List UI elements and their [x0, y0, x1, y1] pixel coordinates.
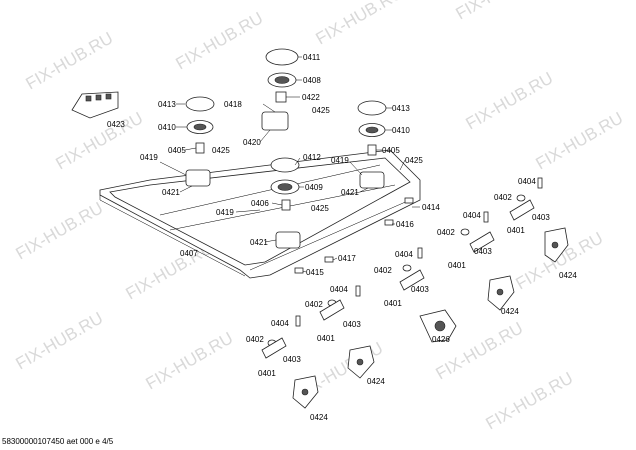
label-0406: 0406 — [251, 199, 269, 208]
label-0425: 0425 — [311, 204, 329, 213]
watermark: FIX-HUB.RU — [53, 108, 147, 173]
footer-code: 58300000107450 aet 000 e 4/5 — [2, 437, 114, 446]
label-0401: 0401 — [448, 261, 466, 270]
watermark: FIX-HUB.RU — [483, 368, 577, 433]
label-0411: 0411 — [303, 53, 321, 62]
label-0404: 0404 — [518, 177, 536, 186]
watermark: FIX-HUB.RU — [173, 8, 267, 73]
label-0403: 0403 — [343, 320, 361, 329]
label-0402: 0402 — [305, 300, 323, 309]
label-0425: 0425 — [312, 106, 330, 115]
label-0420: 0420 — [243, 138, 261, 147]
label-0424: 0424 — [559, 271, 577, 280]
label-0422: 0422 — [302, 93, 320, 102]
watermark: FIX-HUB.RU — [453, 0, 547, 23]
label-0425: 0425 — [405, 156, 423, 165]
label-0417: 0417 — [338, 254, 356, 263]
label-0401: 0401 — [507, 226, 525, 235]
label-0403: 0403 — [283, 355, 301, 364]
label-0409: 0409 — [305, 183, 323, 192]
burner-frame — [99, 149, 421, 279]
label-0405: 0405 — [168, 146, 186, 155]
label-0418: 0418 — [224, 100, 242, 109]
label-0416: 0416 — [396, 220, 414, 229]
watermark: FIX-HUB.RU — [13, 308, 107, 373]
label-0413: 0413 — [158, 100, 176, 109]
watermark: FIX-HUB.RU — [13, 198, 107, 263]
label-0426: 0426 — [432, 335, 450, 344]
label-0415: 0415 — [306, 268, 324, 277]
label-0401: 0401 — [317, 334, 335, 343]
label-0404: 0404 — [271, 319, 289, 328]
watermark: FIX-HUB.RU — [463, 68, 557, 133]
label-0402: 0402 — [374, 266, 392, 275]
callout-labels: 0411 0408 0422 0418 0425 0413 0410 0413 … — [107, 53, 577, 422]
watermark: FIX-HUB.RU — [23, 28, 117, 93]
label-0410: 0410 — [158, 123, 176, 132]
watermark: FIX-HUB.RU — [533, 108, 627, 173]
label-0404: 0404 — [330, 285, 348, 294]
label-0414: 0414 — [422, 203, 440, 212]
burner-ring-0411 — [265, 48, 299, 66]
label-0403: 0403 — [474, 247, 492, 256]
label-0404: 0404 — [463, 211, 481, 220]
label-0424: 0424 — [501, 307, 519, 316]
label-0421: 0421 — [250, 238, 268, 247]
label-0412: 0412 — [303, 153, 321, 162]
watermark: FIX-HUB.RU — [143, 328, 237, 393]
label-0424: 0424 — [310, 413, 328, 422]
label-0421: 0421 — [162, 188, 180, 197]
label-0402: 0402 — [437, 228, 455, 237]
label-0410: 0410 — [392, 126, 410, 135]
valve-parts — [261, 177, 569, 409]
label-0419: 0419 — [331, 156, 349, 165]
label-0419: 0419 — [140, 153, 158, 162]
label-0405: 0405 — [382, 146, 400, 155]
label-0403: 0403 — [532, 213, 550, 222]
label-0404: 0404 — [395, 250, 413, 259]
label-0421: 0421 — [341, 188, 359, 197]
label-0425: 0425 — [212, 146, 230, 155]
label-0413: 0413 — [392, 104, 410, 113]
label-0419: 0419 — [216, 208, 234, 217]
label-0424: 0424 — [367, 377, 385, 386]
label-0402: 0402 — [494, 193, 512, 202]
label-0407: 0407 — [180, 249, 198, 258]
label-0408: 0408 — [303, 76, 321, 85]
label-0401: 0401 — [384, 299, 402, 308]
burner-parts — [71, 48, 387, 249]
label-0423: 0423 — [107, 120, 125, 129]
watermark: FIX-HUB.RU — [313, 0, 407, 48]
label-0403: 0403 — [411, 285, 429, 294]
leader-lines — [159, 56, 420, 273]
label-0402: 0402 — [246, 335, 264, 344]
label-0401: 0401 — [258, 369, 276, 378]
